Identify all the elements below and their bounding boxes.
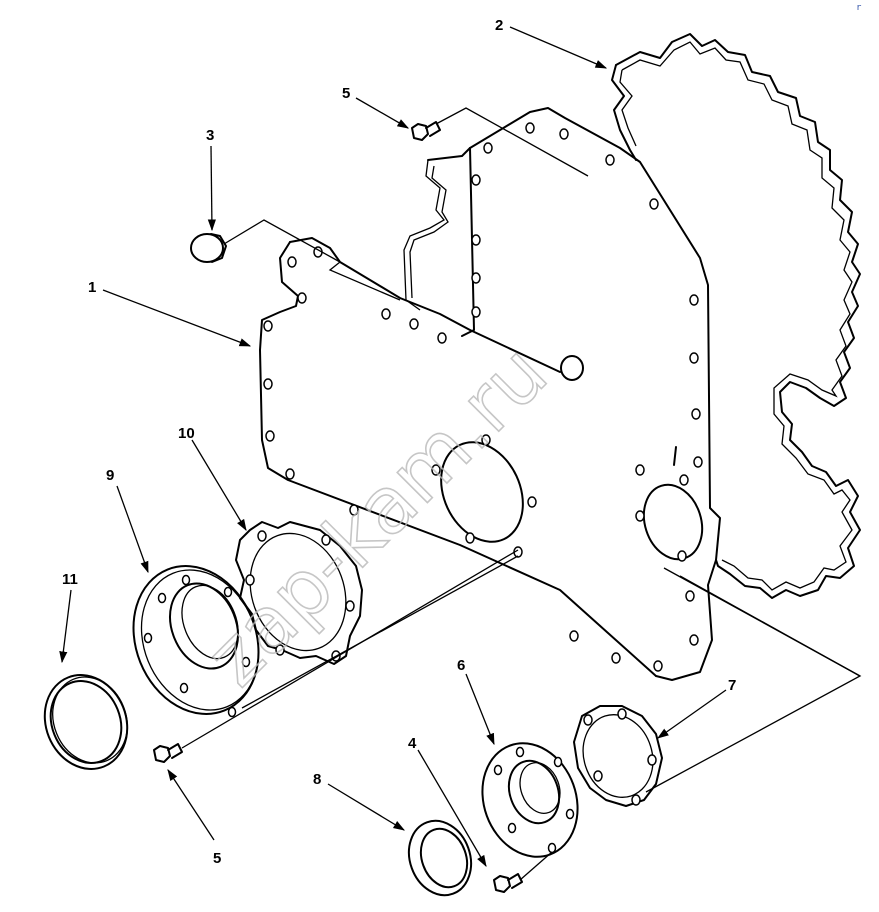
callout-11: 11 [62,571,78,588]
seal-8 [407,819,473,897]
corner-mark: r [856,3,862,13]
plug [190,233,227,263]
gasket-7 [573,705,663,807]
bolt-upper [411,121,441,141]
alignment-lines [181,107,862,881]
gasket-outer [611,33,861,599]
callout-1: 1 [88,279,96,296]
bolt-4 [493,873,523,893]
seal-housing-9 [132,565,260,718]
seal-housing-6 [481,742,579,858]
callout-arrows [59,26,727,868]
callout-9: 9 [106,467,114,484]
callout-4: 4 [408,735,417,752]
callout-8: 8 [313,771,321,788]
callout-labels: 1 2 3 4 5 5 6 7 8 9 10 11 [62,17,736,867]
callout-5b: 5 [213,850,221,867]
seal-ring-11 [43,674,129,770]
callout-6: 6 [457,657,465,674]
callout-5a: 5 [342,85,350,102]
watermark-text: zap-kam.ru [190,328,565,703]
callout-10: 10 [178,425,195,442]
callout-2: 2 [495,17,503,34]
callout-3: 3 [206,127,214,144]
front-plate [259,107,721,681]
bolt-lower [153,743,183,763]
callout-7: 7 [728,677,736,694]
